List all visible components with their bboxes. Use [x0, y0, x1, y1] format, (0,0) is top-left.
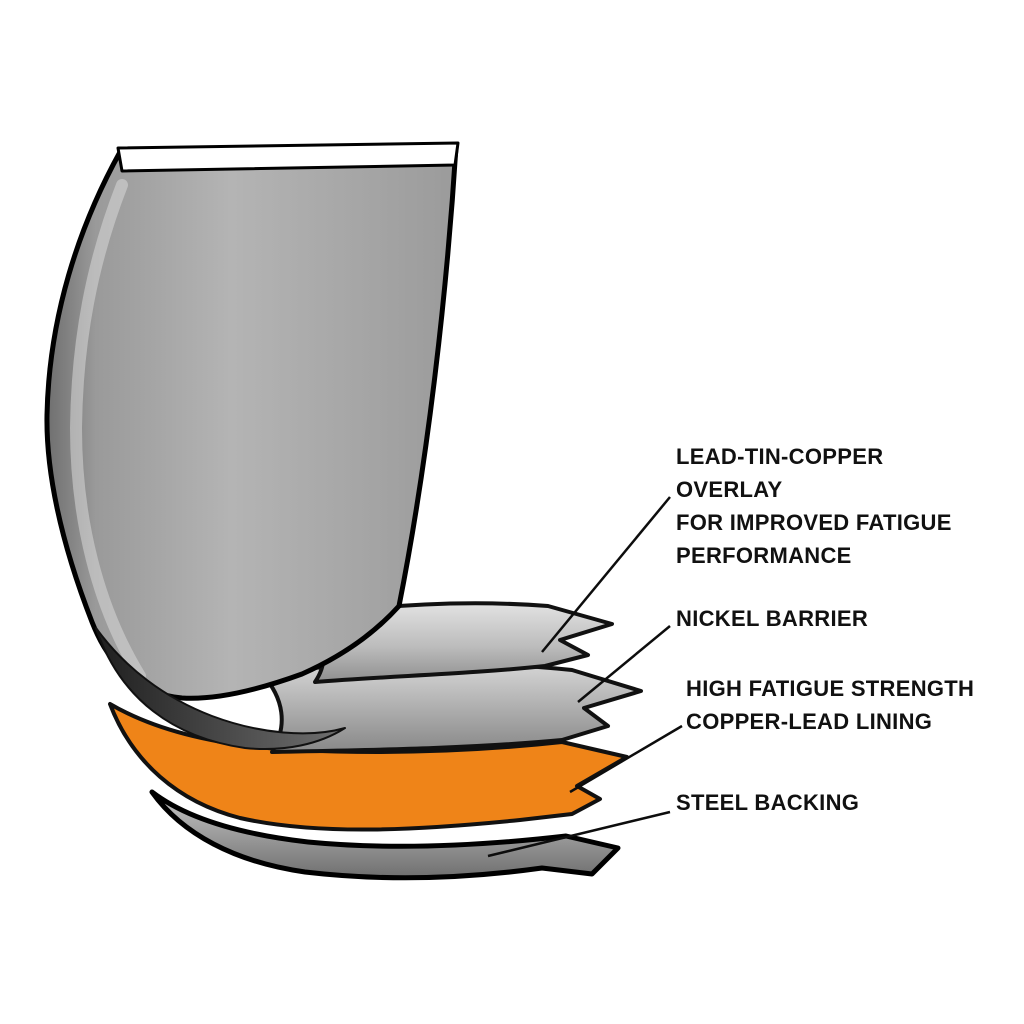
steel-backing-layer [149, 789, 621, 881]
leader-line-copper-lead [569, 724, 683, 794]
shell-top-rim [116, 141, 460, 173]
bearing-shell-face [44, 144, 459, 701]
shell-inner-shadow [95, 627, 346, 751]
leader-line-nickel [577, 625, 671, 703]
label-lead-tin-copper-overlay: LEAD-TIN-COPPER OVERLAY FOR IMPROVED FAT… [676, 444, 952, 568]
label-copper-lead-lining: HIGH FATIGUE STRENGTH COPPER-LEAD LINING [686, 676, 975, 734]
leader-line-steel [487, 810, 671, 858]
label-steel-backing: STEEL BACKING [676, 790, 860, 815]
shell-inner-highlight [69, 179, 146, 682]
label-nickel-barrier: NICKEL BARRIER [676, 606, 869, 631]
leader-line-overlay [541, 496, 671, 653]
